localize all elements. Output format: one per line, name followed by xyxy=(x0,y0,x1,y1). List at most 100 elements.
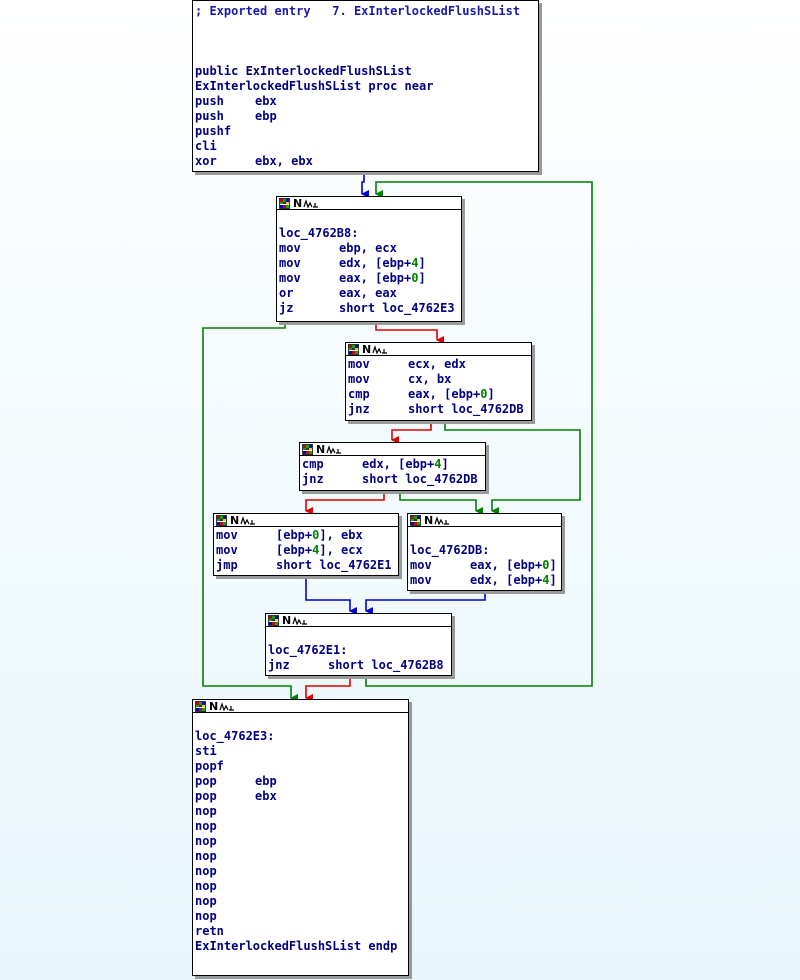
edge-reload-to-retry xyxy=(365,589,486,615)
wave-icon xyxy=(292,615,308,625)
branch-target[interactable]: short loc_4762B8 xyxy=(328,658,444,672)
operands[interactable]: ecx, edx xyxy=(408,357,466,371)
operands[interactable]: ebx, ebx xyxy=(255,154,313,168)
branch-target[interactable]: short loc_4762E1 xyxy=(276,558,392,572)
immediate-value[interactable]: 4 xyxy=(411,256,419,270)
instruction: nop xyxy=(195,879,406,894)
graph-node-icon xyxy=(279,197,290,209)
operands-prefix[interactable]: edx, [ebp+ xyxy=(470,573,543,587)
mnemonic: pop xyxy=(195,774,217,788)
operands[interactable]: ebp, ecx xyxy=(339,241,397,255)
node-letter: N xyxy=(362,342,372,356)
immediate-value[interactable]: 4 xyxy=(312,543,320,557)
operands[interactable]: ebp xyxy=(255,774,277,788)
mnemonic: mov xyxy=(410,558,432,572)
node-header: N xyxy=(346,343,531,356)
branch-target[interactable]: short loc_4762E3 xyxy=(339,301,455,315)
operands-prefix[interactable]: eax, [ebp+ xyxy=(339,271,412,285)
wave-icon xyxy=(372,344,388,354)
operands-prefix[interactable]: [ebp+ xyxy=(276,543,313,557)
branch-target[interactable]: short loc_4762DB xyxy=(362,472,478,486)
mnemonic: jnz xyxy=(302,472,324,486)
operands-suffix: ] xyxy=(418,271,426,285)
edge-loop-to-cmp1 xyxy=(375,320,444,344)
node-letter: N xyxy=(230,513,240,527)
operands-suffix: ] xyxy=(487,387,495,401)
instruction: mov ebp, ecx xyxy=(279,241,459,256)
instruction: mov[ebp+0], ebx xyxy=(216,528,396,543)
node-letter: N xyxy=(209,699,219,713)
node-letter: N xyxy=(282,613,292,627)
block-loc-4762B8[interactable]: N loc_4762B8: mov ebp, ecx mov edx, [ebp+4… xyxy=(276,196,462,322)
operands-prefix[interactable]: edx, [ebp+ xyxy=(339,256,412,270)
mnemonic: mov xyxy=(410,573,432,587)
public-declaration[interactable]: public ExInterlockedFlushSList xyxy=(195,64,412,78)
block-label[interactable]: loc_4762DB: xyxy=(410,543,490,557)
mnemonic: nop xyxy=(195,909,217,923)
edge-cmp2-jnz-to-reload xyxy=(399,490,483,515)
mnemonic: mov xyxy=(279,241,301,255)
node-header: N xyxy=(193,700,408,713)
edge-retry-to-exit xyxy=(305,674,351,702)
operands-suffix: ] xyxy=(549,573,557,587)
operands-suffix: ], ebx xyxy=(319,528,363,542)
mnemonic: nop xyxy=(195,834,217,848)
operands-suffix: ] xyxy=(441,457,449,471)
operands-prefix[interactable]: [ebp+ xyxy=(276,528,313,542)
immediate-value[interactable]: 0 xyxy=(542,558,550,572)
instruction: nop xyxy=(195,894,406,909)
immediate-value[interactable]: 4 xyxy=(542,573,550,587)
operands[interactable]: ebp xyxy=(255,109,277,123)
mnemonic: popf xyxy=(195,759,224,773)
instruction: nop xyxy=(195,819,406,834)
operands[interactable]: cx, bx xyxy=(408,372,452,386)
mnemonic: mov xyxy=(279,271,301,285)
immediate-value[interactable]: 0 xyxy=(411,271,419,285)
operands-prefix[interactable]: eax, [ebp+ xyxy=(470,558,543,572)
instruction: nop xyxy=(195,864,406,879)
mnemonic: cmp xyxy=(348,387,370,401)
node-header: N xyxy=(277,197,461,210)
wave-icon xyxy=(434,515,450,525)
instruction: mov[ebp+4], ecx xyxy=(216,543,396,558)
block-label[interactable]: loc_4762E1: xyxy=(268,643,348,657)
mnemonic: push xyxy=(195,94,224,108)
operands[interactable]: ebx xyxy=(255,94,277,108)
proc-end[interactable]: ExInterlockedFlushSList endp xyxy=(195,939,398,953)
graph-node-icon xyxy=(302,443,313,455)
mnemonic: or xyxy=(279,286,294,300)
edge-cmp2-to-store xyxy=(305,490,385,515)
block-label[interactable]: loc_4762B8: xyxy=(279,226,359,240)
operands-prefix[interactable]: edx, [ebp+ xyxy=(362,457,435,471)
mnemonic: nop xyxy=(195,864,217,878)
node-header: N xyxy=(266,614,451,627)
proc-declaration[interactable]: ExInterlockedFlushSList proc near xyxy=(195,79,434,93)
block-label[interactable]: loc_4762E3: xyxy=(195,729,275,743)
instruction: mov edx, [ebp+4] xyxy=(410,573,559,588)
immediate-value[interactable]: 4 xyxy=(434,457,442,471)
operands[interactable]: eax, eax xyxy=(339,286,397,300)
mnemonic: retn xyxy=(195,924,224,938)
operands-prefix[interactable]: eax, [ebp+ xyxy=(408,387,481,401)
operands-suffix: ] xyxy=(418,256,426,270)
mnemonic: sti xyxy=(195,744,217,758)
mnemonic: cli xyxy=(195,139,217,153)
immediate-value[interactable]: 0 xyxy=(480,387,488,401)
operands[interactable]: ebx xyxy=(255,789,277,803)
node-letter: N xyxy=(293,196,303,210)
block-entry[interactable]: ; Exported entry 7. ExInterlockedFlushSL… xyxy=(192,0,539,172)
immediate-value[interactable]: 0 xyxy=(312,528,320,542)
branch-target[interactable]: short loc_4762DB xyxy=(408,402,524,416)
instruction: nop xyxy=(195,909,406,924)
